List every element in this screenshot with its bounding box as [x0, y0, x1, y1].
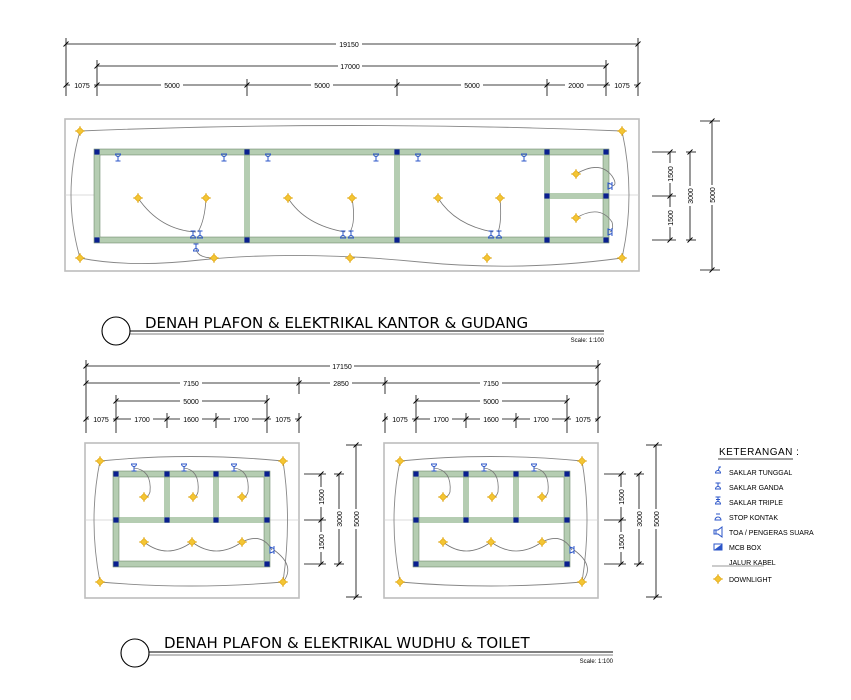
plan-kantor-gudang: 19150 17000 1075 5000 5000 5000 2000 107… — [63, 38, 720, 346]
plan-wudhu-toilet: 17150 7150 2850 7150 5000 1075 1700 1600… — [83, 360, 662, 668]
dim-seg: 1700 — [533, 417, 549, 424]
dim-right: 5000 — [710, 187, 717, 203]
dim-right: 5000 — [654, 511, 661, 527]
dim-mid: 7150 — [183, 381, 199, 388]
legend-label: STOP KONTAK — [729, 515, 778, 522]
dim-right: 1500 — [619, 489, 626, 505]
plan-wudhu-left: 1500 1500 3000 5000 — [84, 442, 362, 600]
legend-label: DOWNLIGHT — [729, 577, 773, 584]
plan-scale: Scale: 1:100 — [571, 338, 605, 344]
plan-wudhu-right: 1500 1500 3000 5000 — [383, 442, 662, 600]
dim-right: 3000 — [637, 511, 644, 527]
dim-seg: 1075 — [275, 417, 291, 424]
stop-kontak-icon — [714, 513, 722, 521]
dim-total-17150: 17150 — [332, 364, 352, 371]
saklar-ganda-icon — [714, 482, 722, 490]
dim-seg: 1700 — [433, 417, 449, 424]
dim-right: 1500 — [668, 166, 675, 182]
legend: KETERANGAN : SAKLAR TUNGGAL SAKLAR GANDA… — [712, 447, 814, 585]
legend-title: KETERANGAN : — [719, 447, 799, 458]
legend-label: TOA / PENGERAS SUARA — [729, 530, 814, 537]
dim-right: 5000 — [354, 511, 361, 527]
legend-label: JALUR KABEL — [729, 560, 776, 567]
dim-mid: 7150 — [483, 381, 499, 388]
mcb-box-icon — [713, 543, 723, 551]
plan-title: DENAH PLAFON & ELEKTRIKAL WUDHU & TOILET — [164, 634, 530, 652]
ceiling-outline — [70, 125, 630, 267]
dim-seg: 1075 — [575, 417, 591, 424]
plan-title: DENAH PLAFON & ELEKTRIKAL KANTOR & GUDAN… — [145, 314, 528, 332]
dim-seg: 1600 — [483, 417, 499, 424]
dim-inner-17000: 17000 — [340, 64, 360, 71]
dim-seg: 5000 — [164, 83, 180, 90]
dim-right: 3000 — [688, 188, 695, 204]
dim-right: 3000 — [337, 511, 344, 527]
dim-right: 1500 — [619, 534, 626, 550]
dim-total-19150: 19150 — [339, 42, 359, 49]
toa-icon — [713, 526, 723, 538]
downlight-icon — [712, 573, 724, 585]
cable-routes — [137, 167, 616, 259]
dim-seg: 1075 — [392, 417, 408, 424]
legend-label: MCB BOX — [729, 545, 762, 552]
legend-label: SAKLAR TRIPLE — [729, 500, 783, 507]
dim-seg: 1700 — [233, 417, 249, 424]
plan-scale: Scale: 1:100 — [580, 659, 614, 665]
saklar-triple-icon — [714, 496, 722, 505]
dim-inner: 5000 — [483, 399, 499, 406]
legend-label: SAKLAR TUNGGAL — [729, 470, 792, 477]
saklar-tunggal-icon — [714, 466, 722, 474]
dim-seg: 1075 — [74, 83, 90, 90]
dim-seg: 1700 — [134, 417, 150, 424]
dim-right: 1500 — [668, 210, 675, 226]
dim-seg: 1075 — [614, 83, 630, 90]
dim-seg: 2000 — [568, 83, 584, 90]
title-marker-circle — [120, 638, 150, 668]
dim-seg: 5000 — [314, 83, 330, 90]
dim-inner: 5000 — [183, 399, 199, 406]
legend-label: SAKLAR GANDA — [729, 485, 784, 492]
dim-seg: 1600 — [183, 417, 199, 424]
dim-seg: 5000 — [464, 83, 480, 90]
switch-icon — [115, 153, 613, 252]
dim-seg: 1075 — [93, 417, 109, 424]
title-marker-circle — [101, 316, 131, 346]
dim-mid: 2850 — [333, 381, 349, 388]
dim-right: 1500 — [319, 489, 326, 505]
dim-right: 1500 — [319, 534, 326, 550]
